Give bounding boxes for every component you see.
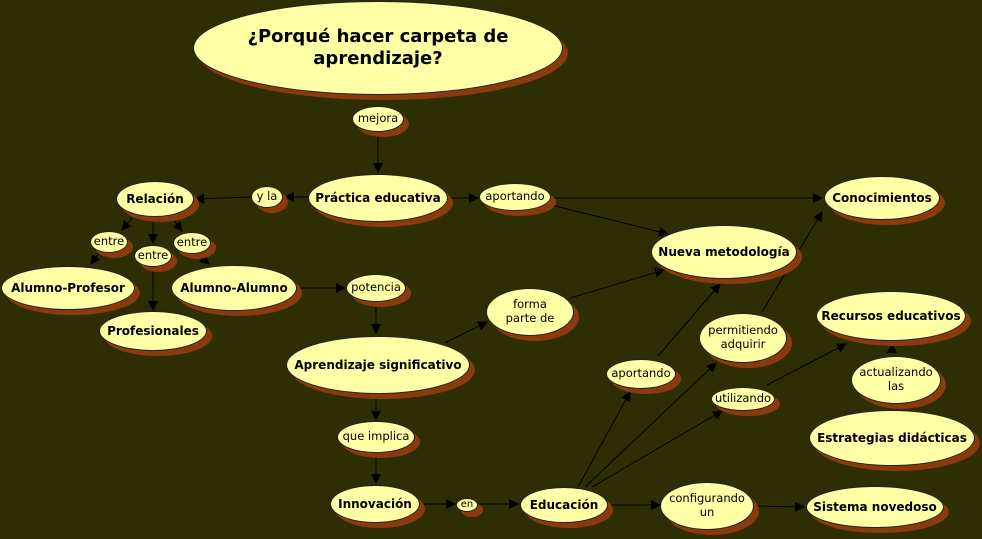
concept-recursos-educativos[interactable]: Recursos educativos [816,291,966,341]
concept-aprendizaje[interactable]: Aprendizaje significativo [286,336,470,394]
concept-sistema-novedoso[interactable]: Sistema novedoso [806,486,944,528]
link-potencia[interactable]: potencia [346,274,406,302]
concept-relacion[interactable]: Relación [116,181,194,217]
concept-profesionales[interactable]: Profesionales [99,311,207,351]
link-en[interactable]: en [456,498,478,512]
link-actualizando-las[interactable]: actualizando las [851,356,941,404]
concept-alumno-profesor[interactable]: Alumno-Profesor [1,266,135,310]
link-utilizando[interactable]: utilizando [711,387,775,411]
concept-nueva-metodologia[interactable]: Nueva metodología [651,225,797,279]
link-entre[interactable]: entre [173,232,211,254]
link-entre[interactable]: entre [90,231,128,253]
link-entre[interactable]: entre [134,245,172,267]
concept-conocimientos[interactable]: Conocimientos [824,176,940,220]
link-permitiendo-adquirir[interactable]: permitiendo adquirir [699,313,787,363]
concept-educacion[interactable]: Educación [520,487,608,523]
link-configurando-un[interactable]: configurando un [660,482,754,530]
concept-practica[interactable]: Práctica educativa [308,174,448,222]
concept-alumno-alumno[interactable]: Alumno-Alumno [171,265,297,311]
link-aportando[interactable]: aportando [479,183,551,211]
link-y-la[interactable]: y la [251,186,283,208]
concept-estrategias-didacticas[interactable]: Estrategias didácticas [809,410,975,466]
link-forma-parte-de[interactable]: forma parte de [486,288,574,336]
title-concept[interactable]: ¿Porqué hacer carpeta de aprendizaje? [193,1,563,95]
concept-innovacion[interactable]: Innovación [330,485,420,523]
link-que-implica[interactable]: que implica [337,421,415,453]
link-mejora[interactable]: mejora [352,106,404,132]
link-aportando[interactable]: aportando [606,359,676,389]
